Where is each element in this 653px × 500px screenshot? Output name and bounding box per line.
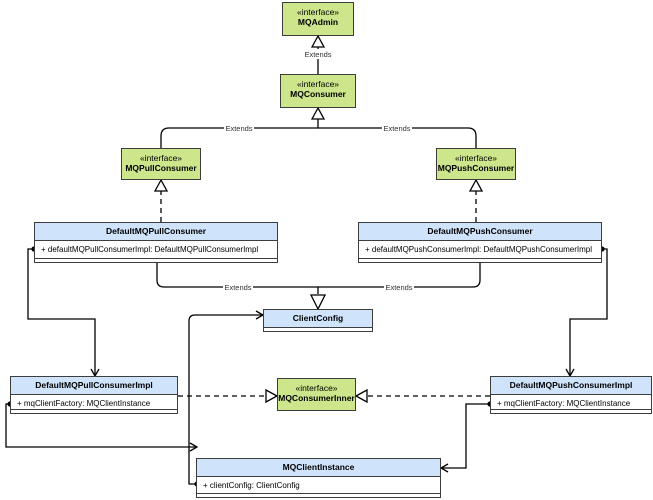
- class-field: + defaultMQPullConsumerImpl: DefaultMQPu…: [41, 245, 259, 254]
- class-defaultmqpullconsumer[interactable]: DefaultMQPullConsumer + defaultMQPullCon…: [34, 222, 278, 263]
- class-divider: [35, 258, 277, 259]
- arrowhead-open-clientinstance-right: [439, 463, 449, 473]
- class-defaultmqpullconsumerimpl[interactable]: DefaultMQPullConsumerImpl + mqClientFact…: [10, 376, 178, 414]
- interface-name: MQAdmin: [297, 17, 339, 27]
- edge-defaultpush-field-to-impl: [569, 248, 608, 375]
- arrowhead-realizes-inner-left: [265, 388, 279, 404]
- interface-mqpushconsumer[interactable]: «interface» MQPushConsumer: [436, 148, 516, 180]
- class-mqclientinstance[interactable]: MQClientInstance + clientConfig: ClientC…: [196, 458, 441, 498]
- arrowhead-open-clientinstance-left: [189, 442, 199, 452]
- edge-defaultpull-to-clientconfig: [156, 263, 319, 294]
- stereotype-label: «interface»: [139, 153, 183, 163]
- edge-defaultpush-to-clientconfig: [318, 263, 481, 288]
- class-divider: [197, 493, 440, 494]
- class-name: DefaultMQPullConsumer: [35, 223, 277, 241]
- class-divider: [491, 409, 651, 410]
- edge-label-extends: Extends: [225, 124, 252, 133]
- class-defaultmqpushconsumerimpl[interactable]: DefaultMQPushConsumerImpl + mqClientFact…: [490, 376, 652, 414]
- stereotype-label: «interface»: [454, 153, 498, 163]
- edge-label-extends: Extends: [304, 50, 331, 59]
- edge-mqpullconsumer-to-mqconsumer: [160, 118, 319, 148]
- arrowhead-realizes-inner-right: [354, 388, 368, 404]
- class-field: + clientConfig: ClientConfig: [203, 481, 300, 490]
- interface-mqpullconsumer[interactable]: «interface» MQPullConsumer: [121, 148, 201, 180]
- class-name: MQClientInstance: [197, 459, 440, 477]
- class-field: + defaultMQPushConsumerImpl: DefaultMQPu…: [365, 245, 592, 254]
- class-defaultmqpushconsumer[interactable]: DefaultMQPushConsumer + defaultMQPushCon…: [358, 222, 602, 263]
- stereotype-label: «interface»: [295, 383, 338, 393]
- edge-mqpushconsumer-to-mqconsumer: [318, 127, 477, 148]
- arrowhead-extends-mqadmin: [310, 34, 326, 48]
- class-divider: [359, 258, 601, 259]
- class-field: + mqClientFactory: MQClientInstance: [497, 399, 631, 408]
- arrowhead-realizes-mqpullconsumer: [153, 178, 169, 192]
- class-name: ClientConfig: [264, 310, 372, 328]
- edge-label-extends: Extends: [385, 283, 412, 292]
- class-clientconfig[interactable]: ClientConfig: [263, 309, 373, 332]
- interface-name: MQPushConsumer: [437, 163, 515, 173]
- stereotype-label: «interface»: [296, 79, 340, 89]
- edge-clientinstance-field-to-clientconfig: [188, 314, 263, 485]
- interface-mqadmin[interactable]: «interface» MQAdmin: [282, 2, 354, 36]
- interface-name: MQConsumerInner: [278, 393, 355, 403]
- interface-name: MQPullConsumer: [125, 163, 197, 173]
- edge-pushimpl-field-to-clientinstance: [441, 403, 490, 469]
- stereotype-label: «interface»: [296, 7, 340, 17]
- class-name: DefaultMQPullConsumerImpl: [11, 377, 177, 395]
- class-divider: [11, 409, 177, 410]
- arrowhead-extends-clientconfig: [309, 294, 327, 311]
- edge-defaultpull-field-to-impl: [27, 248, 96, 375]
- class-name: DefaultMQPushConsumer: [359, 223, 601, 241]
- interface-name: MQConsumer: [290, 89, 346, 99]
- class-field: + mqClientFactory: MQClientInstance: [17, 399, 151, 408]
- arrowhead-extends-mqconsumer: [310, 106, 326, 120]
- interface-mqconsumer[interactable]: «interface» MQConsumer: [280, 74, 356, 108]
- edge-label-extends: Extends: [383, 124, 410, 133]
- interface-mqconsumerinner[interactable]: «interface» MQConsumerInner: [277, 378, 356, 411]
- arrowhead-realizes-mqpushconsumer: [468, 178, 484, 192]
- edge-label-extends: Extends: [224, 283, 251, 292]
- class-name: DefaultMQPushConsumerImpl: [491, 377, 651, 395]
